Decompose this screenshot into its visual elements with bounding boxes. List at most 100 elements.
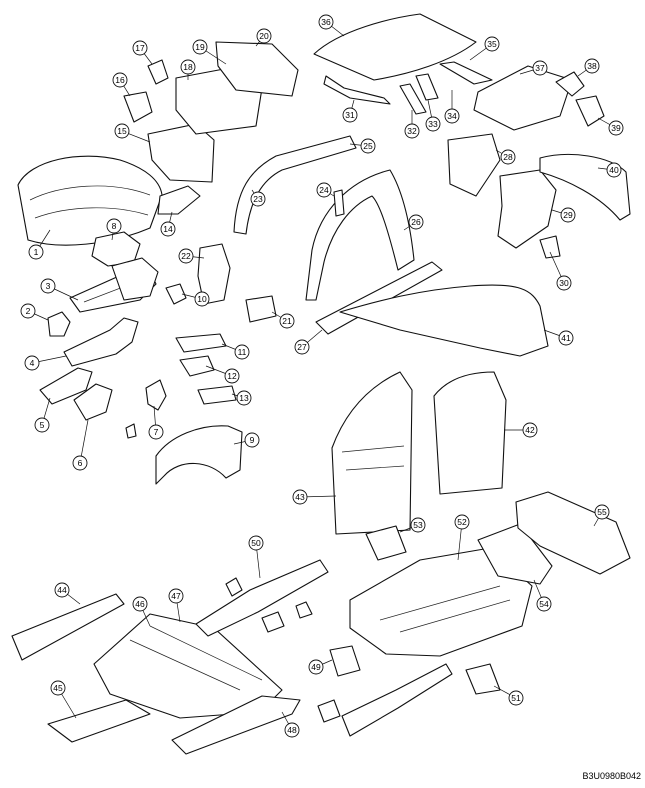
callout-14: 14 <box>160 211 176 237</box>
callout-number-54: 54 <box>539 599 549 609</box>
callout-circle-13 <box>236 390 252 406</box>
callout-31: 31 <box>342 99 358 123</box>
callout-46: 46 <box>132 596 151 627</box>
callout-3: 3 <box>40 278 79 301</box>
part-body-side-26 <box>305 169 415 301</box>
callout-54: 54 <box>533 579 552 612</box>
callout-number-38: 38 <box>587 61 597 71</box>
callout-number-11: 11 <box>238 347 247 357</box>
callout-51: 51 <box>493 685 524 706</box>
callout-number-9: 9 <box>250 435 255 445</box>
callout-circle-2 <box>20 303 36 319</box>
callout-circle-3 <box>40 278 56 294</box>
callout-42: 42 <box>504 422 538 438</box>
callout-circle-54 <box>536 596 552 612</box>
callout-number-42: 42 <box>525 425 535 435</box>
part-roof-36 <box>313 13 477 81</box>
callout-circle-49 <box>308 659 324 675</box>
callout-number-41: 41 <box>561 333 571 343</box>
callout-22: 22 <box>178 248 205 264</box>
callout-47: 47 <box>168 588 184 623</box>
callout-38: 38 <box>577 58 600 77</box>
callout-circle-9 <box>244 432 260 448</box>
callout-circle-44 <box>54 582 70 598</box>
callout-circle-45 <box>50 680 66 696</box>
callout-number-52: 52 <box>457 517 467 527</box>
callouts-layer: 1234567891011121314151617181920212223242… <box>20 14 624 738</box>
callout-number-2: 2 <box>26 306 31 316</box>
part-member-14 <box>157 185 201 215</box>
callout-number-1: 1 <box>34 247 39 257</box>
part-member-5 <box>39 367 93 405</box>
callout-49: 49 <box>308 659 333 675</box>
callout-11: 11 <box>221 343 250 360</box>
callout-25: 25 <box>349 138 376 154</box>
callout-circle-31 <box>342 107 358 123</box>
callout-circle-27 <box>294 339 310 355</box>
callout-circle-33 <box>425 116 441 132</box>
callout-number-3: 3 <box>46 281 51 291</box>
callout-number-12: 12 <box>227 371 237 381</box>
callout-40: 40 <box>597 162 622 178</box>
callout-number-4: 4 <box>30 358 35 368</box>
callout-55: 55 <box>593 504 610 527</box>
callout-circle-23 <box>250 191 266 207</box>
callout-number-6: 6 <box>78 458 83 468</box>
callout-50: 50 <box>248 535 264 579</box>
callout-number-48: 48 <box>287 725 297 735</box>
part-rear-inner-28 <box>447 133 501 197</box>
callout-27: 27 <box>294 329 323 355</box>
callout-number-19: 19 <box>195 42 205 52</box>
callout-9: 9 <box>233 432 260 448</box>
part-front-door-43 <box>331 371 413 535</box>
callout-13: 13 <box>231 390 252 406</box>
callout-number-10: 10 <box>197 294 207 304</box>
callout-44: 44 <box>54 582 81 605</box>
callout-48: 48 <box>281 711 300 738</box>
callout-41: 41 <box>543 329 574 346</box>
callout-circle-17 <box>132 40 148 56</box>
callout-circle-28 <box>500 149 516 165</box>
part-rear-floor-pan-52 <box>349 547 533 657</box>
callout-number-43: 43 <box>295 492 305 502</box>
callout-circle-11 <box>234 344 250 360</box>
callout-circle-32 <box>404 123 420 139</box>
callout-circle-35 <box>484 36 500 52</box>
callout-number-40: 40 <box>609 165 619 175</box>
callout-number-14: 14 <box>163 224 173 234</box>
callout-circle-20 <box>256 28 272 44</box>
callout-number-8: 8 <box>112 221 117 231</box>
callout-30: 30 <box>549 251 572 291</box>
part-rear-panel-54 <box>477 523 553 585</box>
callout-23: 23 <box>250 189 266 207</box>
callout-number-23: 23 <box>253 194 263 204</box>
part-rear-inner-29 <box>497 169 557 249</box>
part-pillar-23 <box>233 135 357 235</box>
callout-circle-8 <box>106 218 122 234</box>
part-pillar-22 <box>197 243 231 305</box>
callout-number-55: 55 <box>597 507 607 517</box>
callout-number-39: 39 <box>611 123 621 133</box>
callout-19: 19 <box>192 39 227 65</box>
callout-number-7: 7 <box>154 427 159 437</box>
callout-number-22: 22 <box>181 251 191 261</box>
callout-number-16: 16 <box>115 75 125 85</box>
callout-number-32: 32 <box>407 126 417 136</box>
callout-number-31: 31 <box>345 110 355 120</box>
callout-34: 34 <box>444 90 460 124</box>
callout-circle-55 <box>594 504 610 520</box>
callout-circle-41 <box>558 330 574 346</box>
callout-5: 5 <box>34 397 51 433</box>
callout-number-27: 27 <box>297 342 307 352</box>
callout-circle-24 <box>316 182 332 198</box>
callout-circle-7 <box>148 424 164 440</box>
callout-43: 43 <box>292 489 337 505</box>
callout-number-44: 44 <box>57 585 67 595</box>
callout-circle-47 <box>168 588 184 604</box>
callout-circle-40 <box>606 162 622 178</box>
callout-number-25: 25 <box>363 141 373 151</box>
callout-circle-29 <box>560 207 576 223</box>
part-reinforcement-45 <box>47 699 151 743</box>
